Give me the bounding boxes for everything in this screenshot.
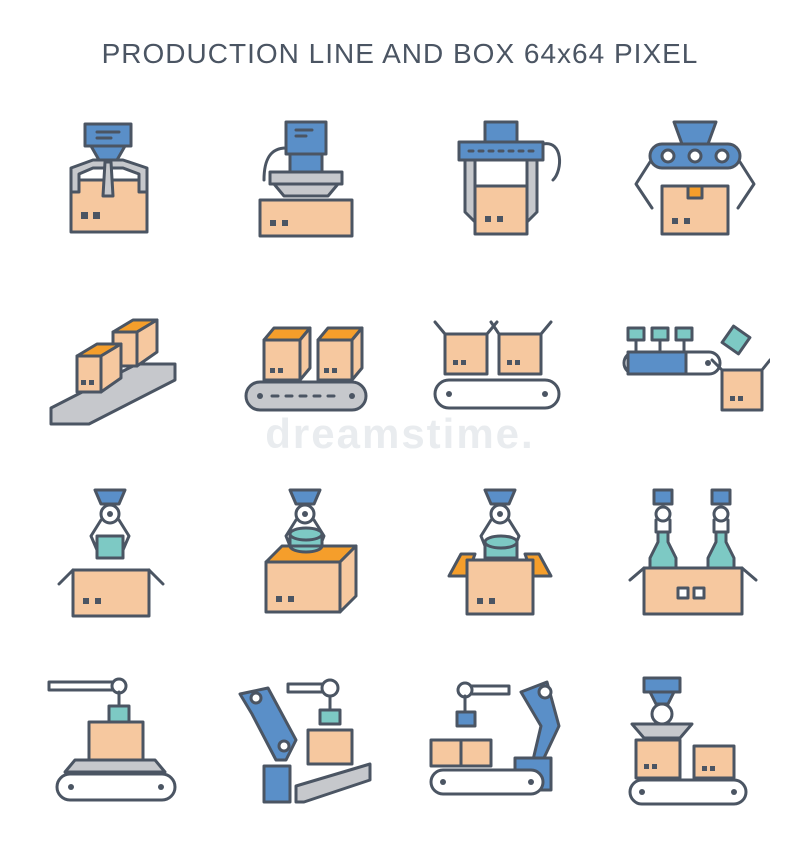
robotic-gripper-box-icon	[620, 100, 770, 250]
dispenser-conveyor-boxes-icon	[620, 670, 770, 820]
robot-placing-item-open-box-icon	[425, 480, 575, 630]
conveyor-two-closed-boxes-icon	[230, 290, 380, 440]
robot-arm-conveyor-box-icon	[35, 670, 185, 820]
bottle-filling-box-icon	[620, 480, 770, 630]
isometric-conveyor-boxes-icon	[35, 290, 185, 440]
robot-placing-item-box-icon	[35, 480, 185, 630]
gripper-arm-box-icon	[425, 100, 575, 250]
robot-arm-conveyor-boxes-icon	[425, 670, 575, 820]
press-machine-box-icon	[230, 100, 380, 250]
icon-grid	[35, 100, 772, 820]
page-title: PRODUCTION LINE AND BOX 64x64 PIXEL	[101, 38, 699, 69]
claw-grabbing-box-icon	[35, 100, 185, 250]
robot-placing-item-closed-box-icon	[230, 480, 380, 630]
packing-line-icon	[620, 290, 772, 440]
conveyor-two-open-boxes-icon	[425, 290, 575, 440]
watermark: dreamstime.	[265, 410, 535, 457]
industrial-robot-arm-box-icon	[230, 670, 380, 820]
